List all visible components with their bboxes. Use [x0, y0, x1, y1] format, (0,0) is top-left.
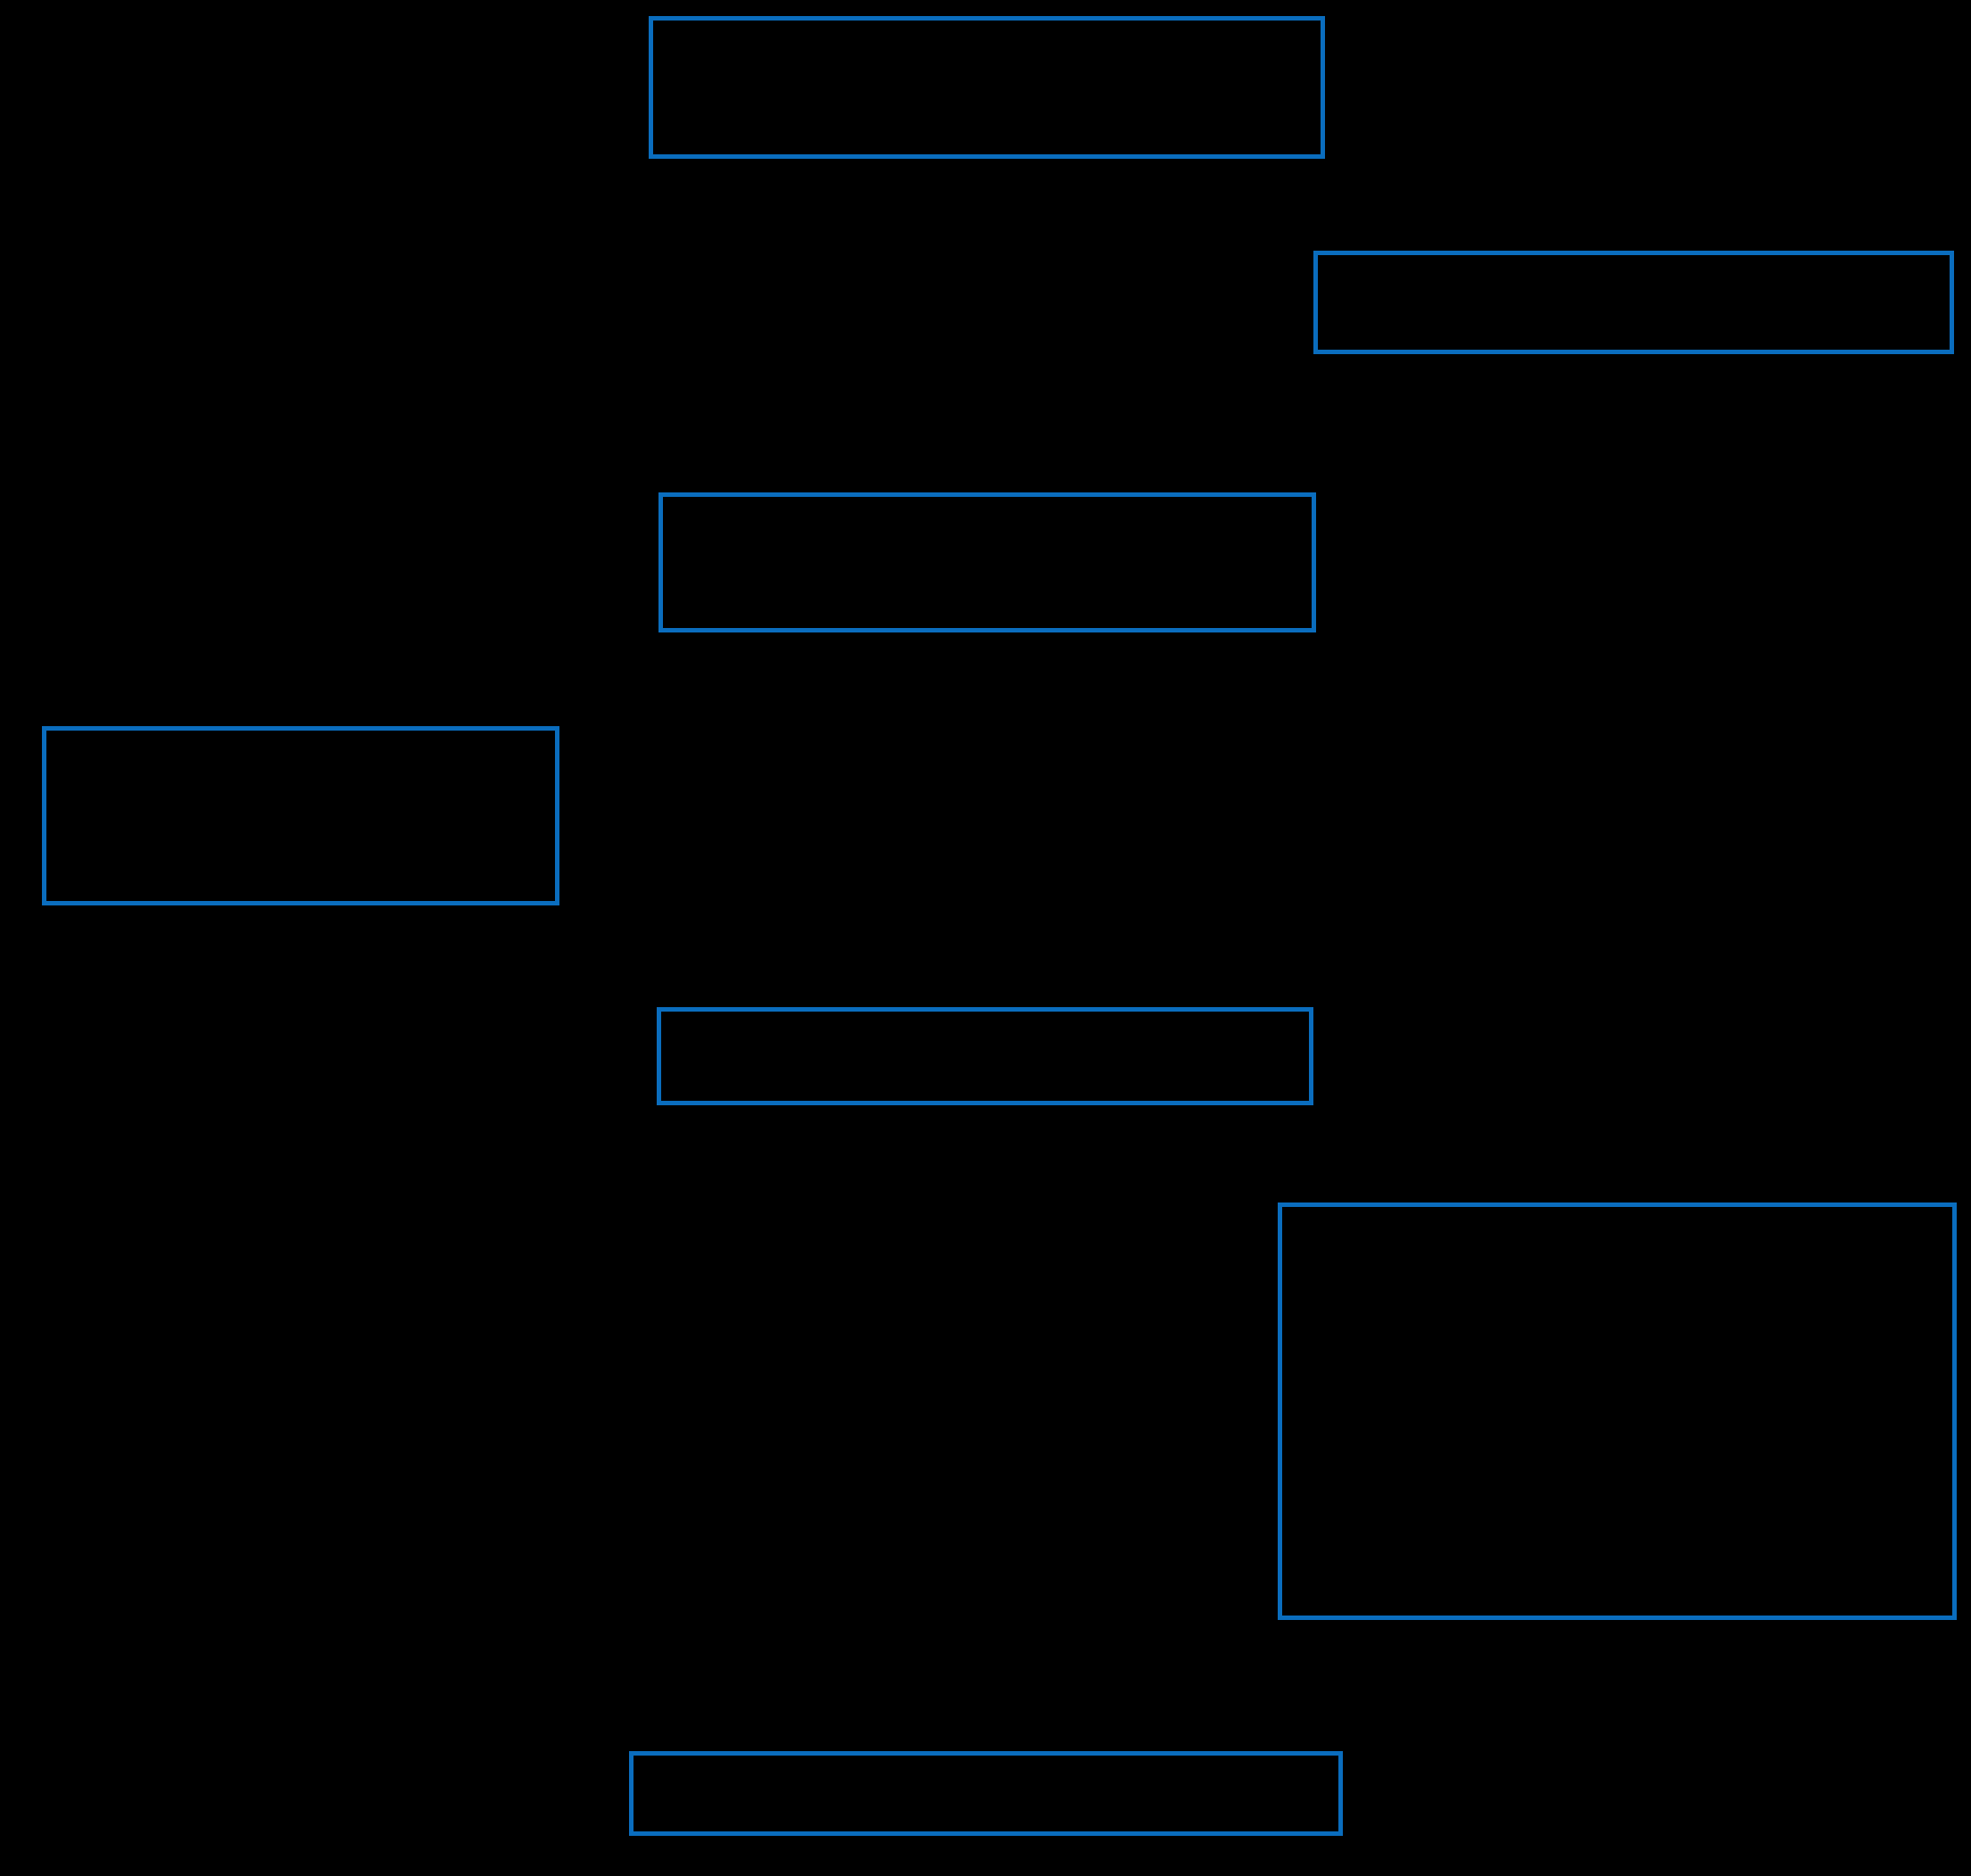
- region-box[interactable]: [42, 726, 559, 905]
- region-box[interactable]: [649, 16, 1325, 159]
- region-box[interactable]: [657, 1007, 1313, 1105]
- region-box[interactable]: [629, 1751, 1343, 1836]
- region-box[interactable]: [658, 492, 1316, 632]
- region-box[interactable]: [1313, 251, 1954, 354]
- region-box[interactable]: [1278, 1202, 1957, 1620]
